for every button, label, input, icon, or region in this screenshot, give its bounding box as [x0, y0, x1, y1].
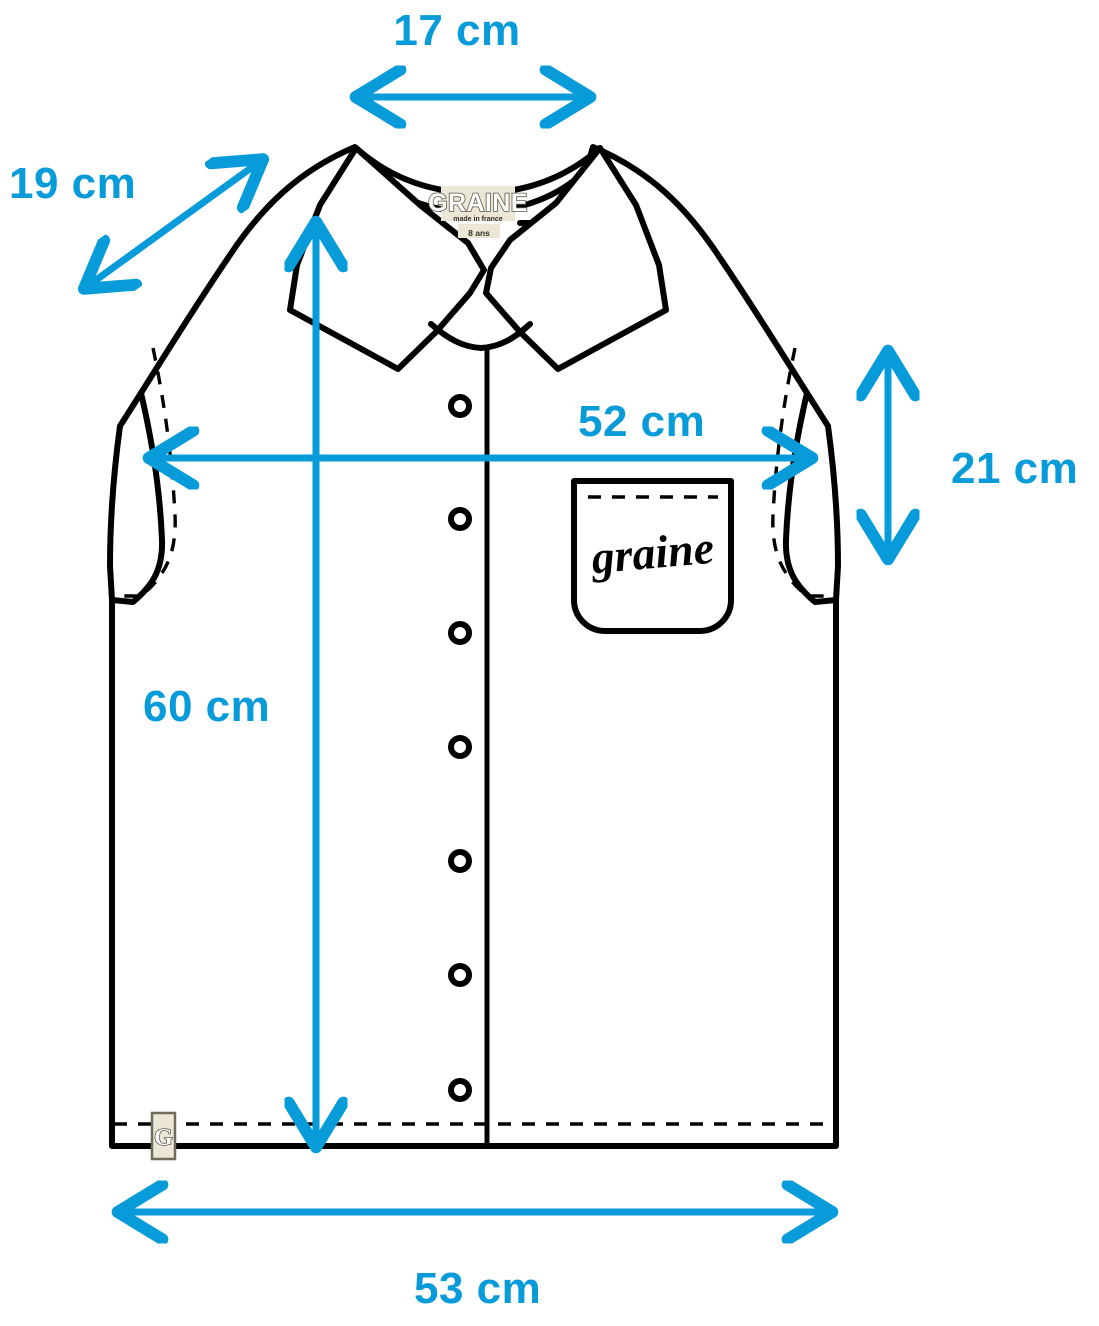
arrow-shoulder-slope	[85, 160, 262, 288]
button	[448, 735, 472, 759]
dimension-label-hem-width: 53 cm	[414, 1264, 541, 1313]
brand-label-text: GRAINE	[428, 189, 528, 217]
brand-label-subtitle: made in france	[453, 216, 503, 223]
button	[448, 963, 472, 987]
pocket-script-text: graine	[588, 522, 716, 584]
chest-pocket	[571, 478, 734, 634]
pocket-outline	[571, 478, 734, 634]
dimension-label-chest-width: 52 cm	[578, 397, 705, 446]
dimension-label-body-length: 60 cm	[143, 682, 270, 731]
hem-g-tag	[150, 1111, 177, 1161]
dimension-label-armhole-depth: 21 cm	[951, 444, 1078, 493]
size-label-text: 8 ans	[468, 228, 490, 238]
hem-tag-letter: G	[154, 1125, 173, 1151]
button	[448, 507, 472, 531]
collar	[287, 145, 669, 372]
dimension-label-shoulder-slope: 19 cm	[9, 159, 136, 208]
left-armhole-topstitch	[122, 347, 177, 598]
button-group	[448, 394, 472, 1102]
button	[448, 1078, 472, 1102]
button	[448, 394, 472, 418]
stitch-lines	[114, 347, 834, 1126]
label-texts: GRAINE made in france 8 ans graine G	[154, 188, 716, 1151]
button	[448, 849, 472, 873]
garment-outline	[107, 144, 841, 1149]
right-armhole-topstitch	[771, 347, 826, 598]
body-silhouette	[107, 144, 841, 1149]
neck-brand-label	[441, 186, 515, 238]
dimension-label-shoulder-width: 17 cm	[393, 6, 520, 55]
brand-label-patch	[441, 186, 515, 221]
size-label-patch	[458, 224, 500, 238]
front-neck-opening	[428, 321, 533, 351]
button	[448, 621, 472, 645]
dimension-labels: 17 cm 19 cm 52 cm 21 cm 60 cm 53 cm	[9, 6, 1078, 1313]
hem-tag-patch	[150, 1111, 177, 1161]
dimension-arrows	[85, 97, 888, 1212]
